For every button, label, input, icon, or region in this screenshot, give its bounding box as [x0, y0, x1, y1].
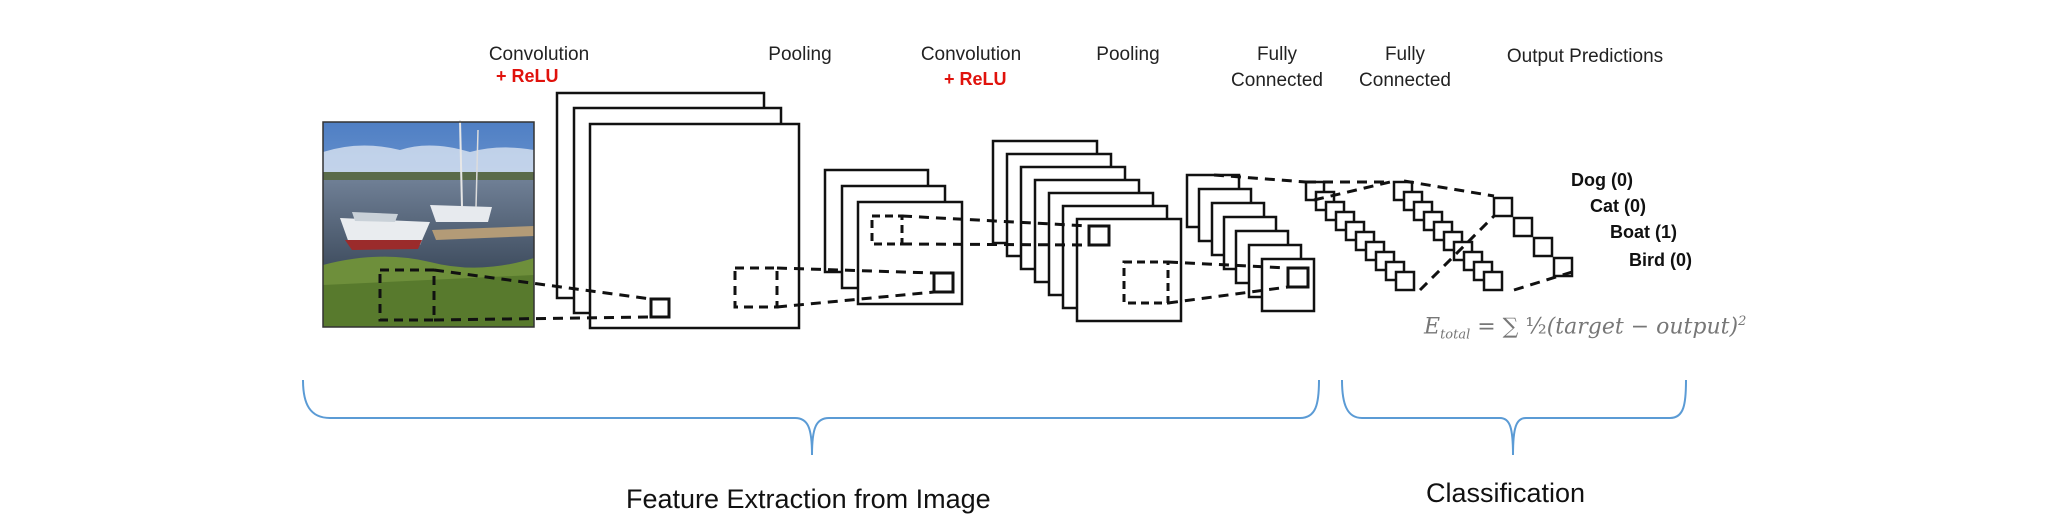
- fc1-neurons: [1304, 180, 1416, 292]
- output-neurons: [1492, 196, 1574, 278]
- fc2-title-line2: Connected: [1359, 70, 1451, 91]
- conv1-activation: + ReLU: [496, 66, 559, 86]
- conv2-title: Convolution: [920, 44, 1022, 65]
- input-image: [322, 119, 535, 328]
- pool1-feature-maps: [823, 168, 964, 306]
- layer-connectors: [433, 173, 1573, 322]
- pool2-feature-maps: [1185, 173, 1316, 313]
- fc2-neuron: [1482, 270, 1504, 292]
- fc2-title-line1: Fully: [1384, 44, 1426, 65]
- loss-rhs-body: (target − output): [1546, 314, 1739, 340]
- fc1-title-line1: Fully: [1256, 44, 1298, 65]
- fc1-title-line2: Connected: [1231, 70, 1323, 91]
- class-label-dog: Dog (0): [1571, 170, 1633, 190]
- fc2-neurons: [1392, 180, 1504, 292]
- conv2-activation: + ReLU: [944, 69, 1007, 89]
- pool1-title: Pooling: [768, 44, 832, 65]
- feature-extraction-label: Feature Extraction from Image: [626, 484, 991, 514]
- classification-label: Classification: [1426, 478, 1586, 508]
- conv2-receptive-field: [1122, 260, 1170, 305]
- loss-lhs-subscript: total: [1440, 327, 1471, 343]
- class-label-bird: Bird (0): [1629, 250, 1692, 270]
- classification-brace: [1341, 379, 1687, 456]
- conv1-feature-maps: [555, 91, 801, 330]
- fc1-neuron: [1394, 270, 1416, 292]
- loss-lhs: E: [1424, 314, 1441, 340]
- pool1-receptive-field: [870, 214, 904, 246]
- conv1-receptive-field: [733, 266, 779, 309]
- pool2-title: Pooling: [1096, 44, 1160, 65]
- conv2-feature-maps: [991, 139, 1183, 323]
- conv1-title: Convolution: [488, 44, 590, 65]
- feature-extraction-brace: [302, 379, 1320, 456]
- class-label-cat: Cat (0): [1590, 196, 1647, 216]
- pool2-unit: [1286, 266, 1310, 289]
- conv1-unit: [649, 297, 671, 319]
- loss-formula: Etotal = ∑ ½(target − output)2: [1424, 314, 1747, 343]
- conv2-unit: [1087, 224, 1111, 247]
- loss-rhs-exponent: 2: [1738, 314, 1747, 329]
- class-label-boat: Boat (1): [1610, 222, 1677, 242]
- input-receptive-field: [378, 268, 436, 322]
- pool1-unit: [932, 271, 955, 294]
- output-title: Output Predictions: [1506, 46, 1664, 67]
